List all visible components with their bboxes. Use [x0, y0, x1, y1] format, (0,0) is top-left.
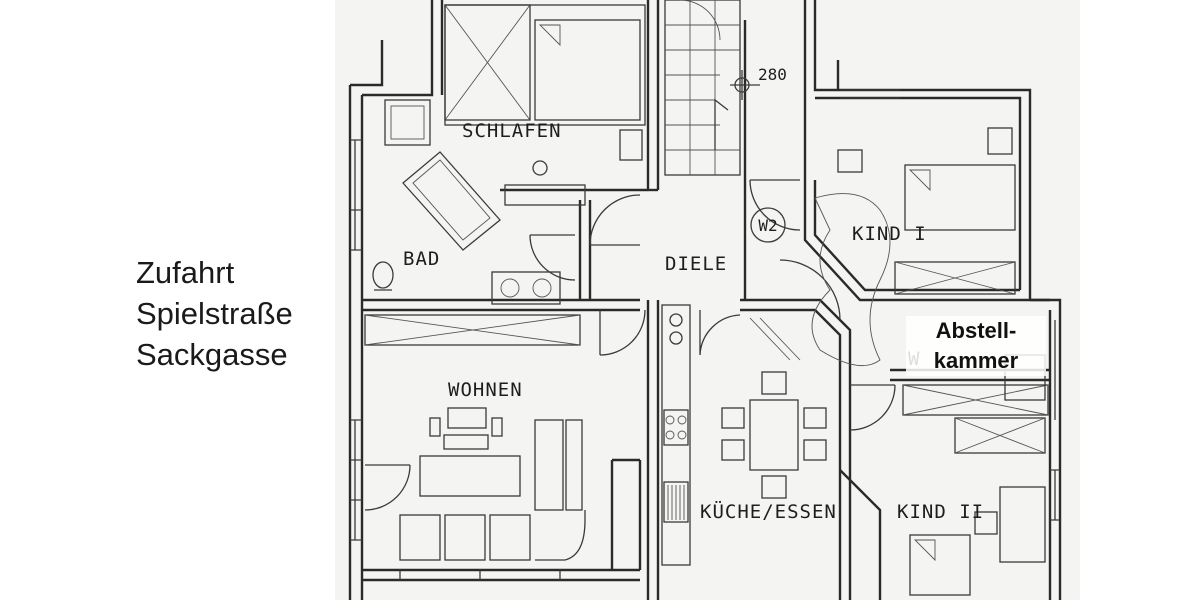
- access-road-note: Zufahrt Spielstraße Sackgasse: [136, 252, 293, 375]
- storage-room-label: Abstell- kammer: [906, 316, 1046, 376]
- storage-label-line-1: Abstell-: [935, 318, 1017, 343]
- bedroom-furniture: [444, 4, 646, 206]
- windows: [350, 89, 1060, 580]
- staircase: [664, 0, 760, 176]
- exterior-walls: [348, 0, 1062, 600]
- access-line-2: Spielstraße: [136, 296, 293, 331]
- bathroom-fixtures: [372, 99, 561, 305]
- storage-label-line-2: kammer: [933, 348, 1019, 373]
- living-room-furniture: [364, 314, 586, 561]
- room-label-bad: BAD: [403, 248, 440, 270]
- w2-marker-label: W2: [758, 216, 777, 235]
- kitchen-furniture: [661, 304, 827, 566]
- interior-walls: [362, 20, 1050, 600]
- doors: [364, 179, 896, 511]
- access-line-3: Sackgasse: [136, 337, 288, 372]
- room-label-kind1: KIND I: [852, 223, 927, 245]
- room-label-diele: DIELE: [665, 253, 727, 275]
- access-line-1: Zufahrt: [136, 255, 235, 290]
- room-label-schlafen: SCHLAFEN: [462, 120, 562, 142]
- child-room-1-furniture: [811, 127, 1016, 367]
- w2-marker-circle: [750, 207, 786, 243]
- room-label-kind2: KIND II: [897, 501, 984, 523]
- room-label-wohnen: WOHNEN: [448, 379, 523, 401]
- room-label-kueche-essen: KÜCHE/ESSEN: [700, 500, 837, 523]
- stair-height-note: 280: [758, 65, 787, 84]
- child-room-2-furniture: [902, 354, 1049, 596]
